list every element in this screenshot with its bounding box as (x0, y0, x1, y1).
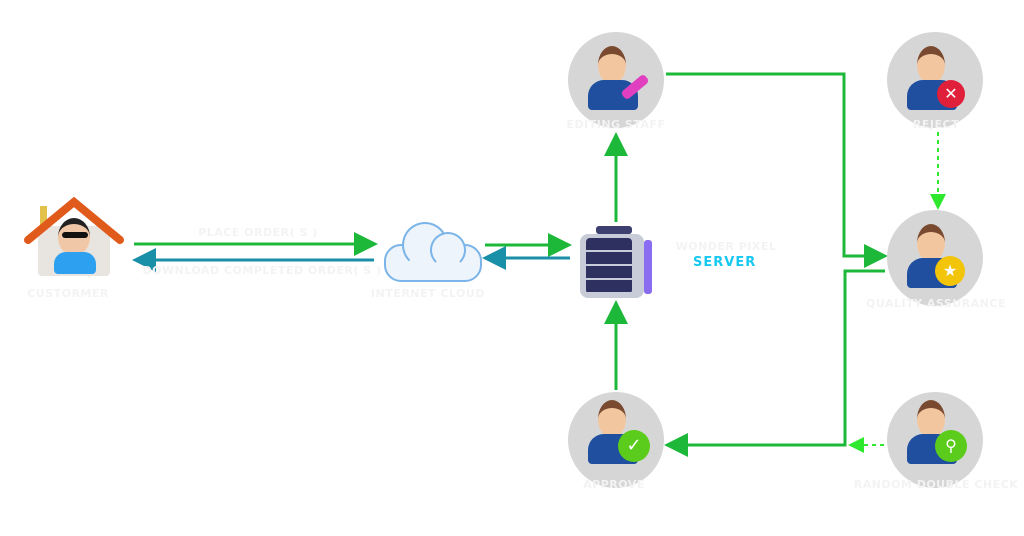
approve-node: ✓ (568, 392, 664, 488)
quality-assurance-label: QUALITY ASSURANCE (866, 297, 1006, 310)
arrow-qa-approve (664, 269, 885, 457)
place-order-label: PLACE ORDER( S ) (198, 226, 318, 239)
random-double-check-label: RANDOM DOUBLE CHECK (853, 478, 1019, 491)
quality-assurance-node: ★ (887, 210, 983, 306)
cloud-label: INTERNET CLOUD (371, 287, 485, 300)
editing-staff-node (568, 32, 664, 128)
reject-label: REJECT (912, 118, 960, 131)
reject-x-icon: ✕ (937, 80, 965, 108)
approve-label: APPROVE (583, 478, 645, 491)
customer-house-icon (24, 196, 124, 278)
server-icon (576, 226, 656, 300)
customer-label: CUSTORMER (27, 287, 109, 300)
award-badge-icon: ★ (935, 256, 965, 286)
magnifier-icon: ⚲ (935, 430, 967, 462)
random-double-check-node: ⚲ (887, 392, 983, 488)
checkmark-icon: ✓ (618, 430, 650, 462)
server-label: SERVER (693, 255, 757, 270)
arrow-editing-qa (666, 72, 888, 268)
reject-node: ✕ (887, 32, 983, 128)
editing-staff-label: EDITING STAFF (566, 118, 666, 131)
server-name-label: WONDER PIXEL (675, 240, 777, 253)
download-label: DOWNLOAD COMPLETED ORDER( S ) (142, 264, 382, 277)
cloud-icon (384, 218, 482, 282)
